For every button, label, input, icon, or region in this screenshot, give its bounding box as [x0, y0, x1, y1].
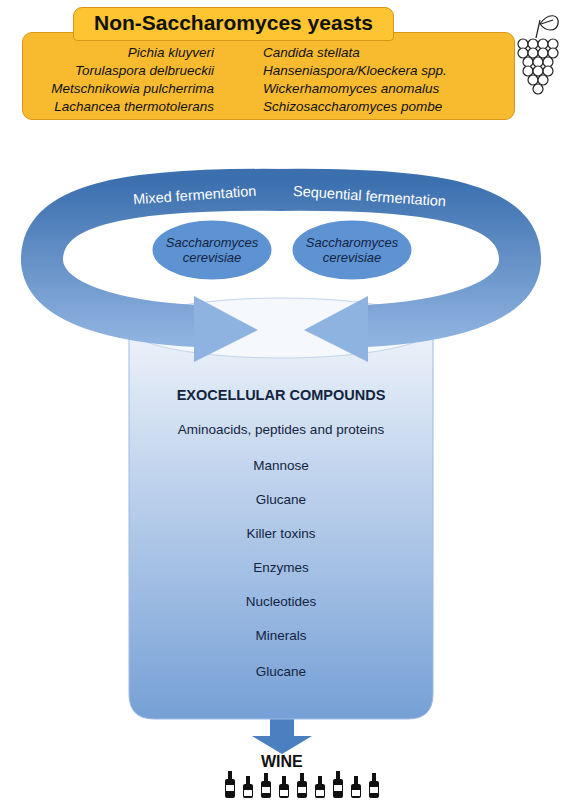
compounds-heading: EXOCELLULAR COMPOUNDS — [128, 386, 434, 404]
heading-text: Non-Saccharomyces yeasts — [94, 11, 373, 35]
compound-item: Enzymes — [128, 559, 434, 577]
ellipse-label: Saccharomyces cerevisiae — [302, 235, 402, 265]
species-box: Non-Saccharomyces yeastsPichia kluyveriC… — [22, 32, 515, 120]
compound-item: Mannose — [128, 457, 434, 475]
species-name: Lachancea thermotolerans — [54, 99, 214, 114]
compound-item: Killer toxins — [128, 525, 434, 543]
compound-item: Glucane — [128, 491, 434, 509]
grape-illustration — [518, 16, 558, 94]
species-name: Torulaspora delbrueckii — [75, 63, 214, 78]
species-name: Pichia kluyveri — [128, 45, 214, 60]
fermentation-band: Saccharomyces cerevisiaeSequential ferme… — [272, 150, 562, 365]
heading-tab: Non-Saccharomyces yeasts — [73, 7, 394, 41]
species-name: Candida stellata — [263, 45, 360, 60]
species-name: Schizosaccharomyces pombe — [263, 99, 442, 114]
yeast-ellipse: Saccharomyces cerevisiae — [290, 218, 414, 282]
species-name: Wickerhamomyces anomalus — [263, 81, 439, 96]
compound-item: Glucane — [128, 663, 434, 681]
fermentation-band: Saccharomyces cerevisiaeMixed fermentati… — [0, 150, 290, 365]
species-name: Hanseniaspora/Kloeckera spp. — [263, 63, 447, 78]
compound-item: Minerals — [128, 627, 434, 645]
cylinder-outline — [128, 296, 434, 720]
yeast-ellipse: Saccharomyces cerevisiae — [150, 218, 274, 282]
ellipse-label: Saccharomyces cerevisiae — [162, 235, 262, 265]
species-name: Metschnikowia pulcherrima — [51, 81, 214, 96]
compound-item: Aminoacids, peptides and proteins — [128, 421, 434, 439]
wine-bottles — [225, 771, 379, 798]
output-label: WINE — [261, 753, 303, 771]
compounds-cylinder: EXOCELLULAR COMPOUNDS Aminoacids, peptide… — [128, 296, 434, 720]
compound-item: Nucleotides — [128, 593, 434, 611]
